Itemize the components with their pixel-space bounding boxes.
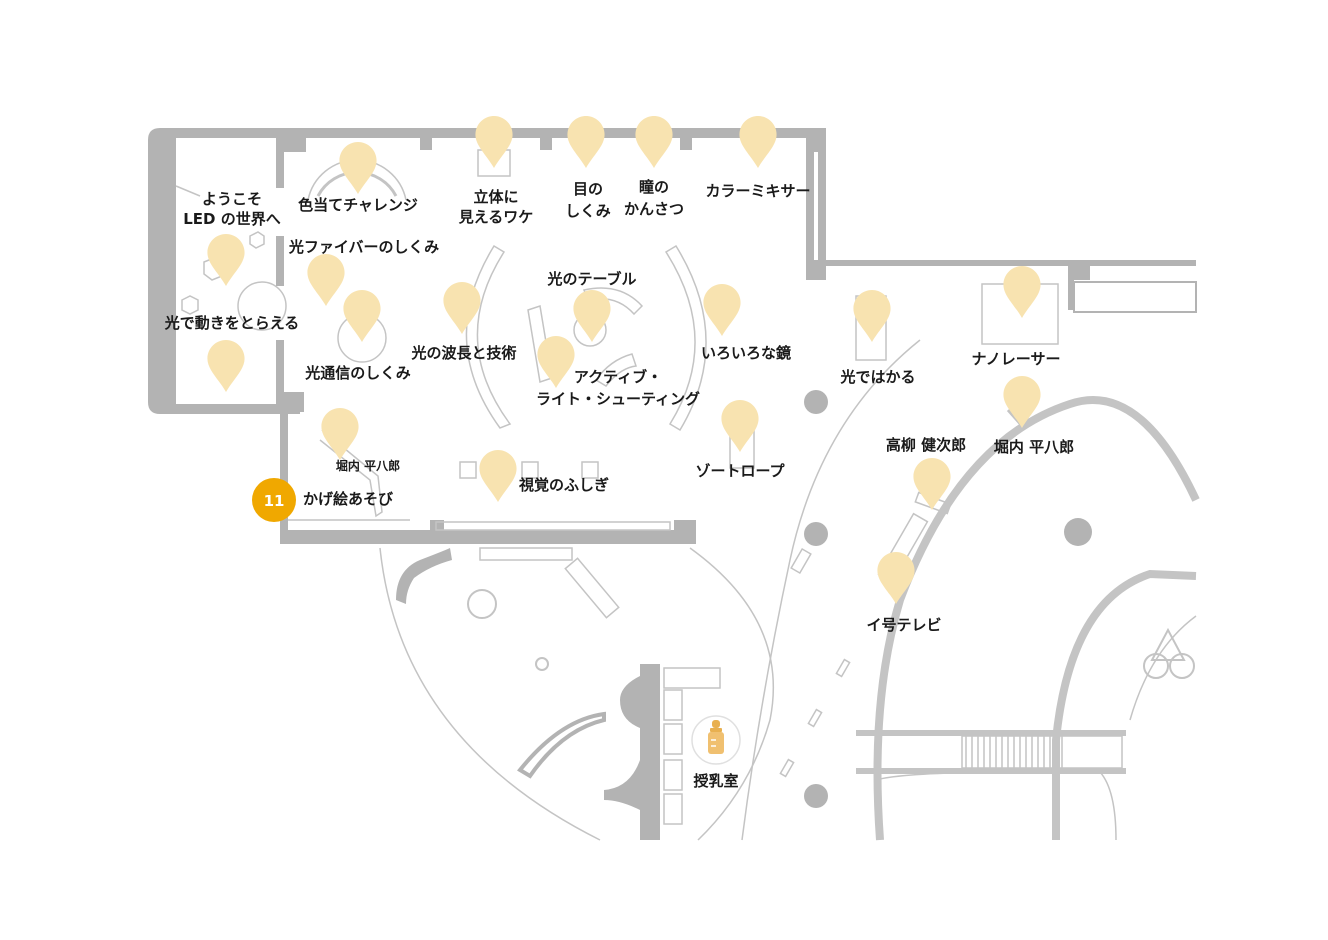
corridor-curves	[379, 339, 1200, 841]
pin-mirrors[interactable]	[703, 284, 741, 336]
label-welcome-1: ようこそ	[202, 190, 262, 208]
label-nanolaser[interactable]: ナノレーサー	[972, 350, 1061, 368]
badge-number: 11	[264, 492, 285, 510]
label-welcome-2: LED の世界へ	[183, 210, 280, 228]
label-eye-1[interactable]: 目の	[573, 180, 603, 198]
label-fiber[interactable]: 光ファイバーのしくみ	[288, 238, 439, 256]
label-zoetrope[interactable]: ゾートロープ	[695, 462, 785, 480]
label-horiuchi[interactable]: 堀内 平八郎	[994, 438, 1074, 456]
pin-fiber[interactable]	[307, 254, 345, 306]
pin-eye[interactable]	[567, 116, 605, 168]
label-motion[interactable]: 光で動きをとらえる	[164, 314, 300, 332]
label-pupil-1[interactable]: 瞳の	[639, 178, 669, 196]
active-exhibit-badge[interactable]: 11	[252, 478, 296, 522]
label-takayanagi[interactable]: 高柳 健次郎	[886, 436, 966, 454]
pin-nanolaser[interactable]	[1003, 266, 1041, 318]
baby-bottle-icon	[708, 720, 724, 754]
label-measure[interactable]: 光ではかる	[839, 368, 915, 386]
label-stereo-2[interactable]: 見えるワケ	[458, 208, 534, 226]
label-shooting-1[interactable]: アクティブ・	[574, 368, 662, 386]
label-pupil-2[interactable]: かんさつ	[624, 200, 684, 218]
pin-measure[interactable]	[853, 290, 891, 342]
label-active-exhibit[interactable]: かげ絵あそび	[303, 490, 393, 508]
pin-color-challenge[interactable]	[339, 142, 377, 194]
exhibit-labels: ようこそ LED の世界へ 色当てチャレンジ 光ファイバーのしくみ 光で動きをと…	[164, 178, 1074, 790]
label-stereo-1[interactable]: 立体に	[473, 188, 518, 206]
pin-comm[interactable]	[343, 290, 381, 342]
label-mixer[interactable]: カラーミキサー	[705, 182, 810, 200]
nursing-area	[396, 547, 741, 840]
pin-shooting[interactable]	[537, 336, 575, 388]
pin-wavelength[interactable]	[443, 282, 481, 334]
label-wavelength[interactable]: 光の波長と技術	[410, 344, 516, 362]
pin-vision[interactable]	[479, 450, 517, 502]
pillars	[467, 390, 1092, 808]
pin-stereo[interactable]	[475, 116, 513, 168]
pin-tv[interactable]	[877, 552, 915, 604]
label-comm[interactable]: 光通信のしくみ	[304, 364, 411, 382]
label-shooting-2[interactable]: ライト・シューティング	[536, 390, 700, 408]
label-table[interactable]: 光のテーブル	[546, 270, 636, 288]
label-vision[interactable]: 視覚のふしぎ	[518, 476, 609, 494]
label-tv[interactable]: イ号テレビ	[866, 616, 941, 634]
stairs	[961, 735, 1123, 769]
triangle-ride-icon	[1143, 627, 1195, 679]
pin-motion[interactable]	[207, 340, 245, 392]
pin-mixer[interactable]	[739, 116, 777, 168]
pin-welcome[interactable]	[207, 234, 245, 286]
label-horiuchi-small[interactable]: 堀内 平八郎	[336, 458, 400, 473]
label-nursing[interactable]: 授乳室	[693, 772, 738, 790]
pin-zoetrope[interactable]	[721, 400, 759, 452]
walls	[148, 128, 1197, 544]
label-eye-2[interactable]: しくみ	[565, 202, 611, 220]
label-color-challenge[interactable]: 色当てチャレンジ	[298, 196, 418, 214]
pin-kagee-lamp[interactable]	[321, 408, 359, 460]
pin-pupil[interactable]	[635, 116, 673, 168]
label-mirrors[interactable]: いろいろな鏡	[701, 344, 791, 362]
